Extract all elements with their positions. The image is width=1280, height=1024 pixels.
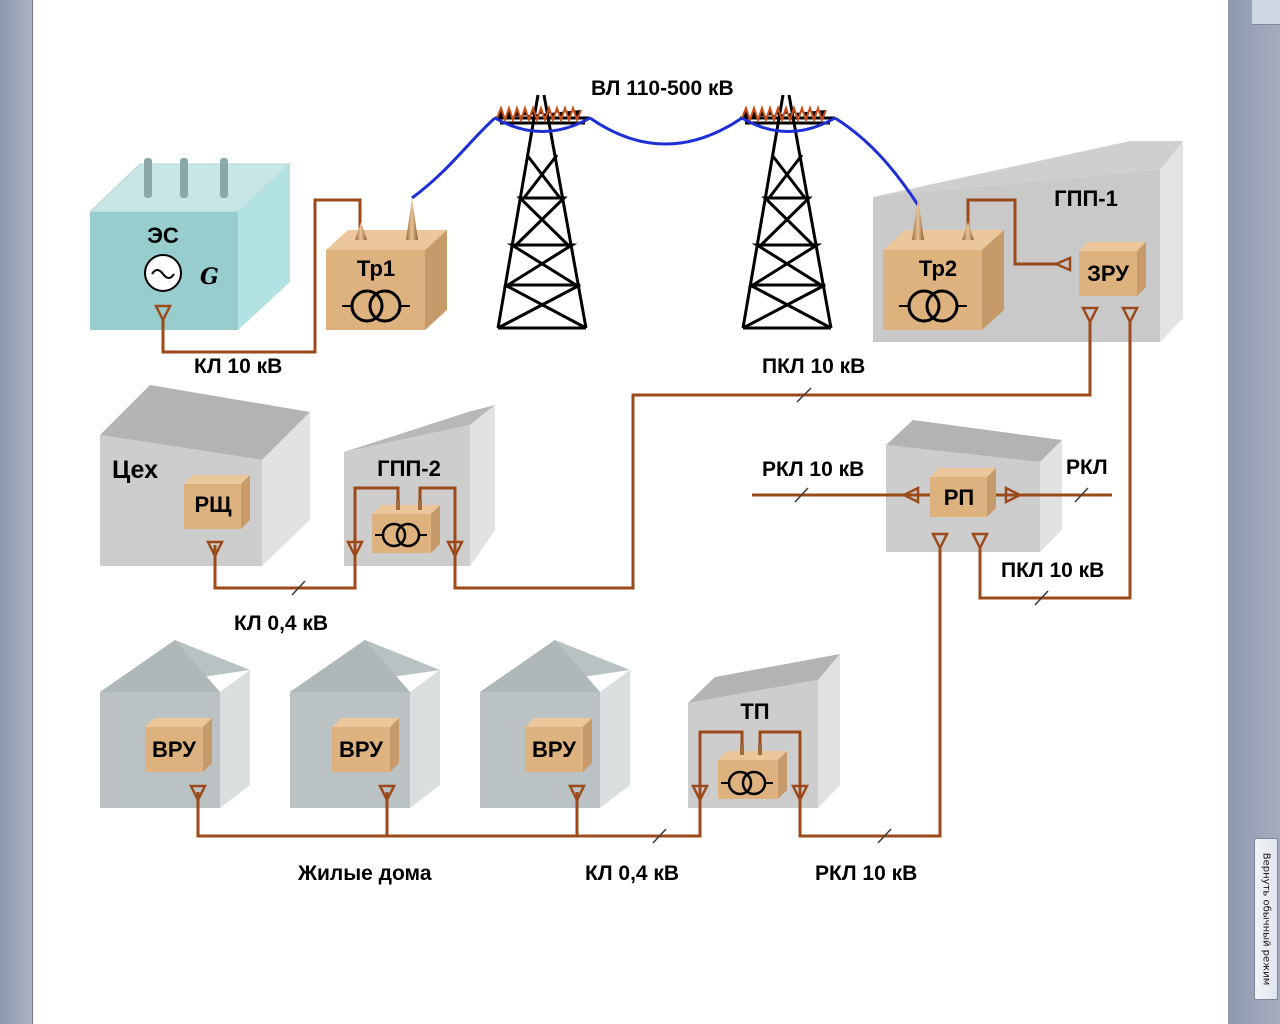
restore-normal-mode-label: Вернуть обычный режим	[1260, 852, 1272, 986]
window-frame-left	[0, 0, 33, 1024]
tp-label: ТП	[740, 699, 769, 724]
pkl-10kv-upper-label: ПКЛ 10 кВ	[762, 355, 865, 378]
rkl-10kv-bottom-label: РКЛ 10 кВ	[815, 862, 917, 885]
power-station	[88, 158, 292, 330]
vru-box-2	[332, 718, 399, 772]
cable-lines	[161, 198, 1132, 838]
restore-normal-mode-button[interactable]: Вернуть обычный режим	[1254, 838, 1278, 1000]
cable-terminations	[153, 256, 1140, 803]
power-supply-diagram: ЭС G Тр1 ГПП-1 Тр2 ЗРУ Цех РЩ ГПП-2 РП В…	[88, 77, 1183, 885]
gpp-2-label: ГПП-2	[377, 456, 441, 481]
transmission-tower-right	[740, 94, 835, 330]
scrollbar-top-button[interactable]	[1252, 0, 1280, 25]
power-station-label: ЭС	[147, 223, 179, 248]
gpp-2-transformer	[372, 500, 440, 553]
tp-transformer	[718, 745, 787, 799]
vru-box-1	[145, 718, 212, 772]
transformer-2-label: Тр2	[919, 256, 957, 281]
vru-3-label: ВРУ	[532, 737, 576, 762]
rkl-10kv-left-label: РКЛ 10 кВ	[762, 458, 864, 481]
transformer-2	[883, 198, 1004, 330]
zru-label: ЗРУ	[1087, 261, 1129, 286]
cable-04kv-upper-label: КЛ 0,4 кВ	[234, 612, 328, 635]
transformer-1	[326, 198, 447, 330]
transformer-1-label: Тр1	[357, 256, 395, 281]
window-frame-right	[1224, 0, 1280, 1024]
vru-2-label: ВРУ	[339, 737, 383, 762]
vru-box-3	[525, 718, 592, 772]
cable-04kv-lower-label: КЛ 0,4 кВ	[585, 862, 679, 885]
rsch-label: РЩ	[194, 492, 232, 517]
vru-1-label: ВРУ	[152, 737, 196, 762]
gpp-1-label: ГПП-1	[1054, 186, 1118, 211]
pkl-10kv-lower-label: ПКЛ 10 кВ	[1001, 559, 1104, 582]
residential-label: Жилые дома	[297, 862, 432, 885]
overhead-line-label: ВЛ 110-500 кВ	[591, 77, 734, 100]
generator-label: G	[200, 264, 219, 290]
workshop-building	[100, 385, 310, 566]
rp-label: РП	[944, 485, 975, 510]
cable-10kv-label: КЛ 10 кВ	[194, 355, 282, 378]
insulator-strings	[496, 104, 827, 124]
zru-switchgear	[1079, 242, 1146, 296]
rp-switchgear	[930, 468, 996, 517]
overhead-wires	[411, 116, 920, 206]
transmission-tower-left	[495, 94, 590, 330]
workshop-label: Цех	[112, 456, 158, 484]
cable-ticks	[291, 387, 1089, 844]
rsch-panel	[184, 475, 250, 529]
rkl-right-label: РКЛ	[1066, 456, 1108, 479]
